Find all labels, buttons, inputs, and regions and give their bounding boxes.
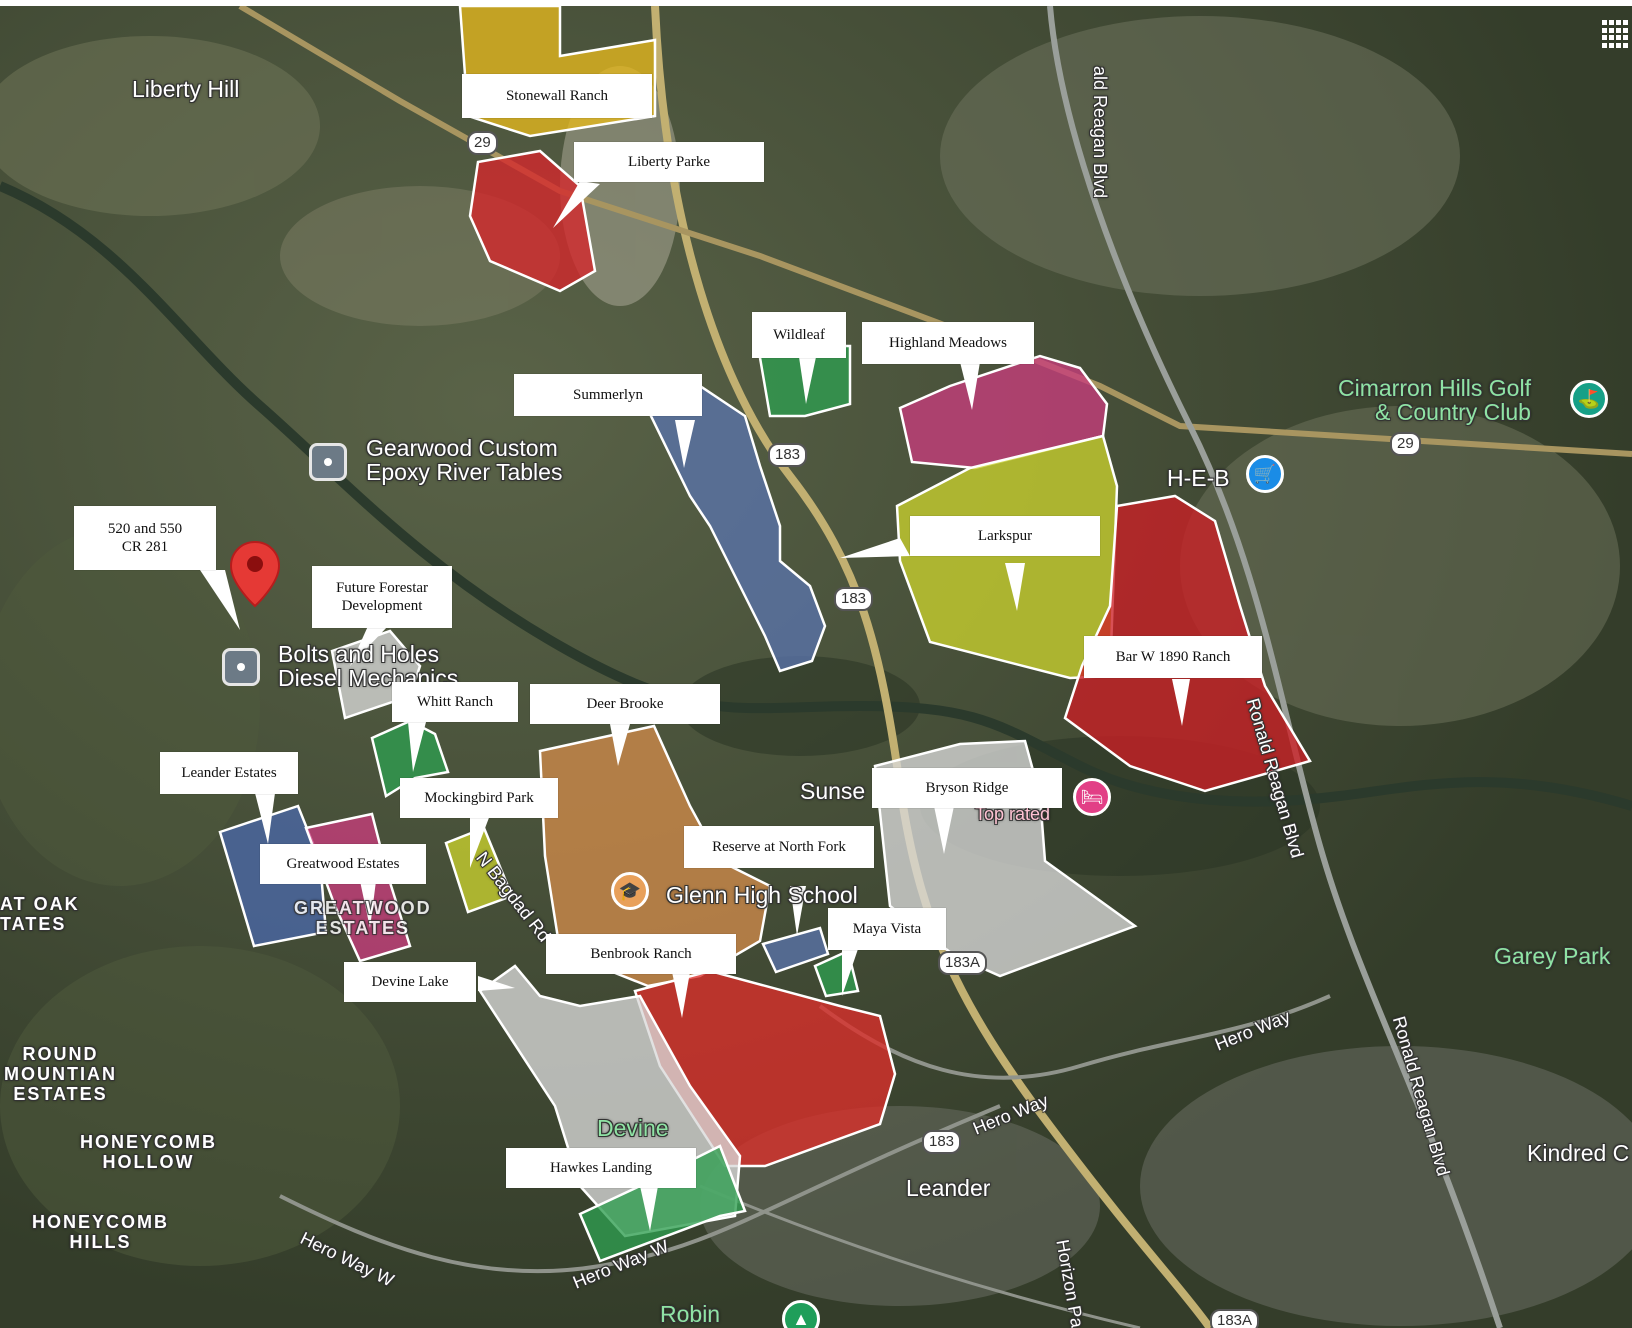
callout-hawkes-landing[interactable]: Hawkes Landing: [506, 1148, 696, 1188]
callout-reserve-north-fork[interactable]: Reserve at North Fork: [684, 826, 874, 868]
round-mountain-label: ROUND MOUNTIAN ESTATES: [4, 1044, 117, 1104]
bolts-pin-icon[interactable]: [222, 648, 260, 686]
devine-label: Devine: [597, 1115, 669, 1141]
highway-183a-shield-2: 183A: [1210, 1309, 1260, 1328]
river: [0, 181, 1632, 811]
callout-greatwood-estates[interactable]: Greatwood Estates: [260, 844, 426, 884]
reserve-north-fork-area: [761, 926, 830, 974]
callout-highland-meadows[interactable]: Highland Meadows: [862, 322, 1034, 364]
highway-183-shield-2: 183: [834, 587, 874, 611]
callout-maya-vista[interactable]: Maya Vista: [828, 908, 946, 950]
satellite-map[interactable]: Liberty Hill Gearwood Custom Epoxy River…: [0, 6, 1632, 1328]
ronald-reagan-top-label: ald Reagan Blvd: [1090, 66, 1110, 199]
hotel-icon[interactable]: 🛏: [1073, 778, 1111, 816]
oak-estates-label: AT OAK TATES: [0, 894, 80, 934]
honeycomb-hollow-label: HONEYCOMB HOLLOW: [80, 1132, 218, 1172]
top-rated-label: Top rated: [975, 804, 1051, 824]
callout-future-forestar[interactable]: Future Forestar Development: [312, 566, 452, 628]
callout-wildleaf[interactable]: Wildleaf: [752, 312, 846, 358]
golf-icon[interactable]: ⛳: [1570, 380, 1608, 418]
highway-29-shield: 29: [467, 131, 498, 155]
highway-183a-shield: 183A: [938, 951, 988, 975]
deer-brooke-area: [538, 724, 772, 988]
liberty-hill-label: Liberty Hill: [132, 76, 240, 102]
callout-bryson-ridge[interactable]: Bryson Ridge: [872, 768, 1062, 808]
garey-park-label[interactable]: Garey Park: [1494, 943, 1611, 969]
callout-mockingbird-park[interactable]: Mockingbird Park: [400, 778, 558, 818]
callout-cr-281[interactable]: 520 and 550 CR 281: [74, 506, 216, 570]
kindred-label: Kindred C: [1527, 1140, 1630, 1166]
leander-label: Leander: [906, 1175, 991, 1201]
callout-devine-lake[interactable]: Devine Lake: [344, 962, 476, 1002]
summerlyn-area: [648, 384, 827, 673]
highway-29-shield-east: 29: [1390, 432, 1421, 456]
glenn-high-school-label[interactable]: Glenn High School: [666, 882, 858, 908]
apps-grid-icon[interactable]: [1602, 20, 1630, 48]
callout-bar-w-1890-ranch[interactable]: Bar W 1890 Ranch: [1084, 636, 1262, 678]
callout-pointers: [200, 181, 1190, 1231]
callout-liberty-parke[interactable]: Liberty Parke: [574, 142, 764, 182]
callout-summerlyn[interactable]: Summerlyn: [514, 374, 702, 416]
cimarron-label[interactable]: Cimarron Hills Golf & Country Club: [1338, 375, 1531, 425]
robin-label: Robin: [660, 1301, 721, 1327]
callout-deer-brooke[interactable]: Deer Brooke: [530, 684, 720, 724]
map-layer: [0, 6, 1632, 1328]
highway-183-shield: 183: [768, 443, 808, 467]
highway-183-shield-3: 183: [922, 1130, 962, 1154]
callout-benbrook-ranch[interactable]: Benbrook Ranch: [546, 934, 736, 974]
callout-stonewall-ranch[interactable]: Stonewall Ranch: [462, 74, 652, 118]
gearwood-pin-icon[interactable]: [309, 443, 347, 481]
heb-label[interactable]: H-E-B: [1167, 465, 1230, 491]
callout-leander-estates[interactable]: Leander Estates: [160, 752, 298, 794]
tree-park-icon[interactable]: ▲: [782, 1300, 820, 1328]
shopping-cart-icon[interactable]: 🛒: [1246, 455, 1284, 493]
sunset-label: Sunse: [800, 778, 866, 804]
callout-larkspur[interactable]: Larkspur: [910, 516, 1100, 556]
greatwood-map-label: GREATWOOD ESTATES: [294, 898, 432, 938]
roads: [238, 6, 1632, 1328]
liberty-parke-area: [468, 149, 597, 293]
school-icon[interactable]: 🎓: [611, 872, 649, 910]
honeycomb-hills-label: HONEYCOMB HILLS: [32, 1212, 170, 1252]
highland-meadows-area: [898, 354, 1109, 470]
location-pin-icon[interactable]: [229, 540, 281, 610]
gearwood-label[interactable]: Gearwood Custom Epoxy River Tables: [366, 435, 563, 485]
callout-whitt-ranch[interactable]: Whitt Ranch: [392, 682, 518, 722]
